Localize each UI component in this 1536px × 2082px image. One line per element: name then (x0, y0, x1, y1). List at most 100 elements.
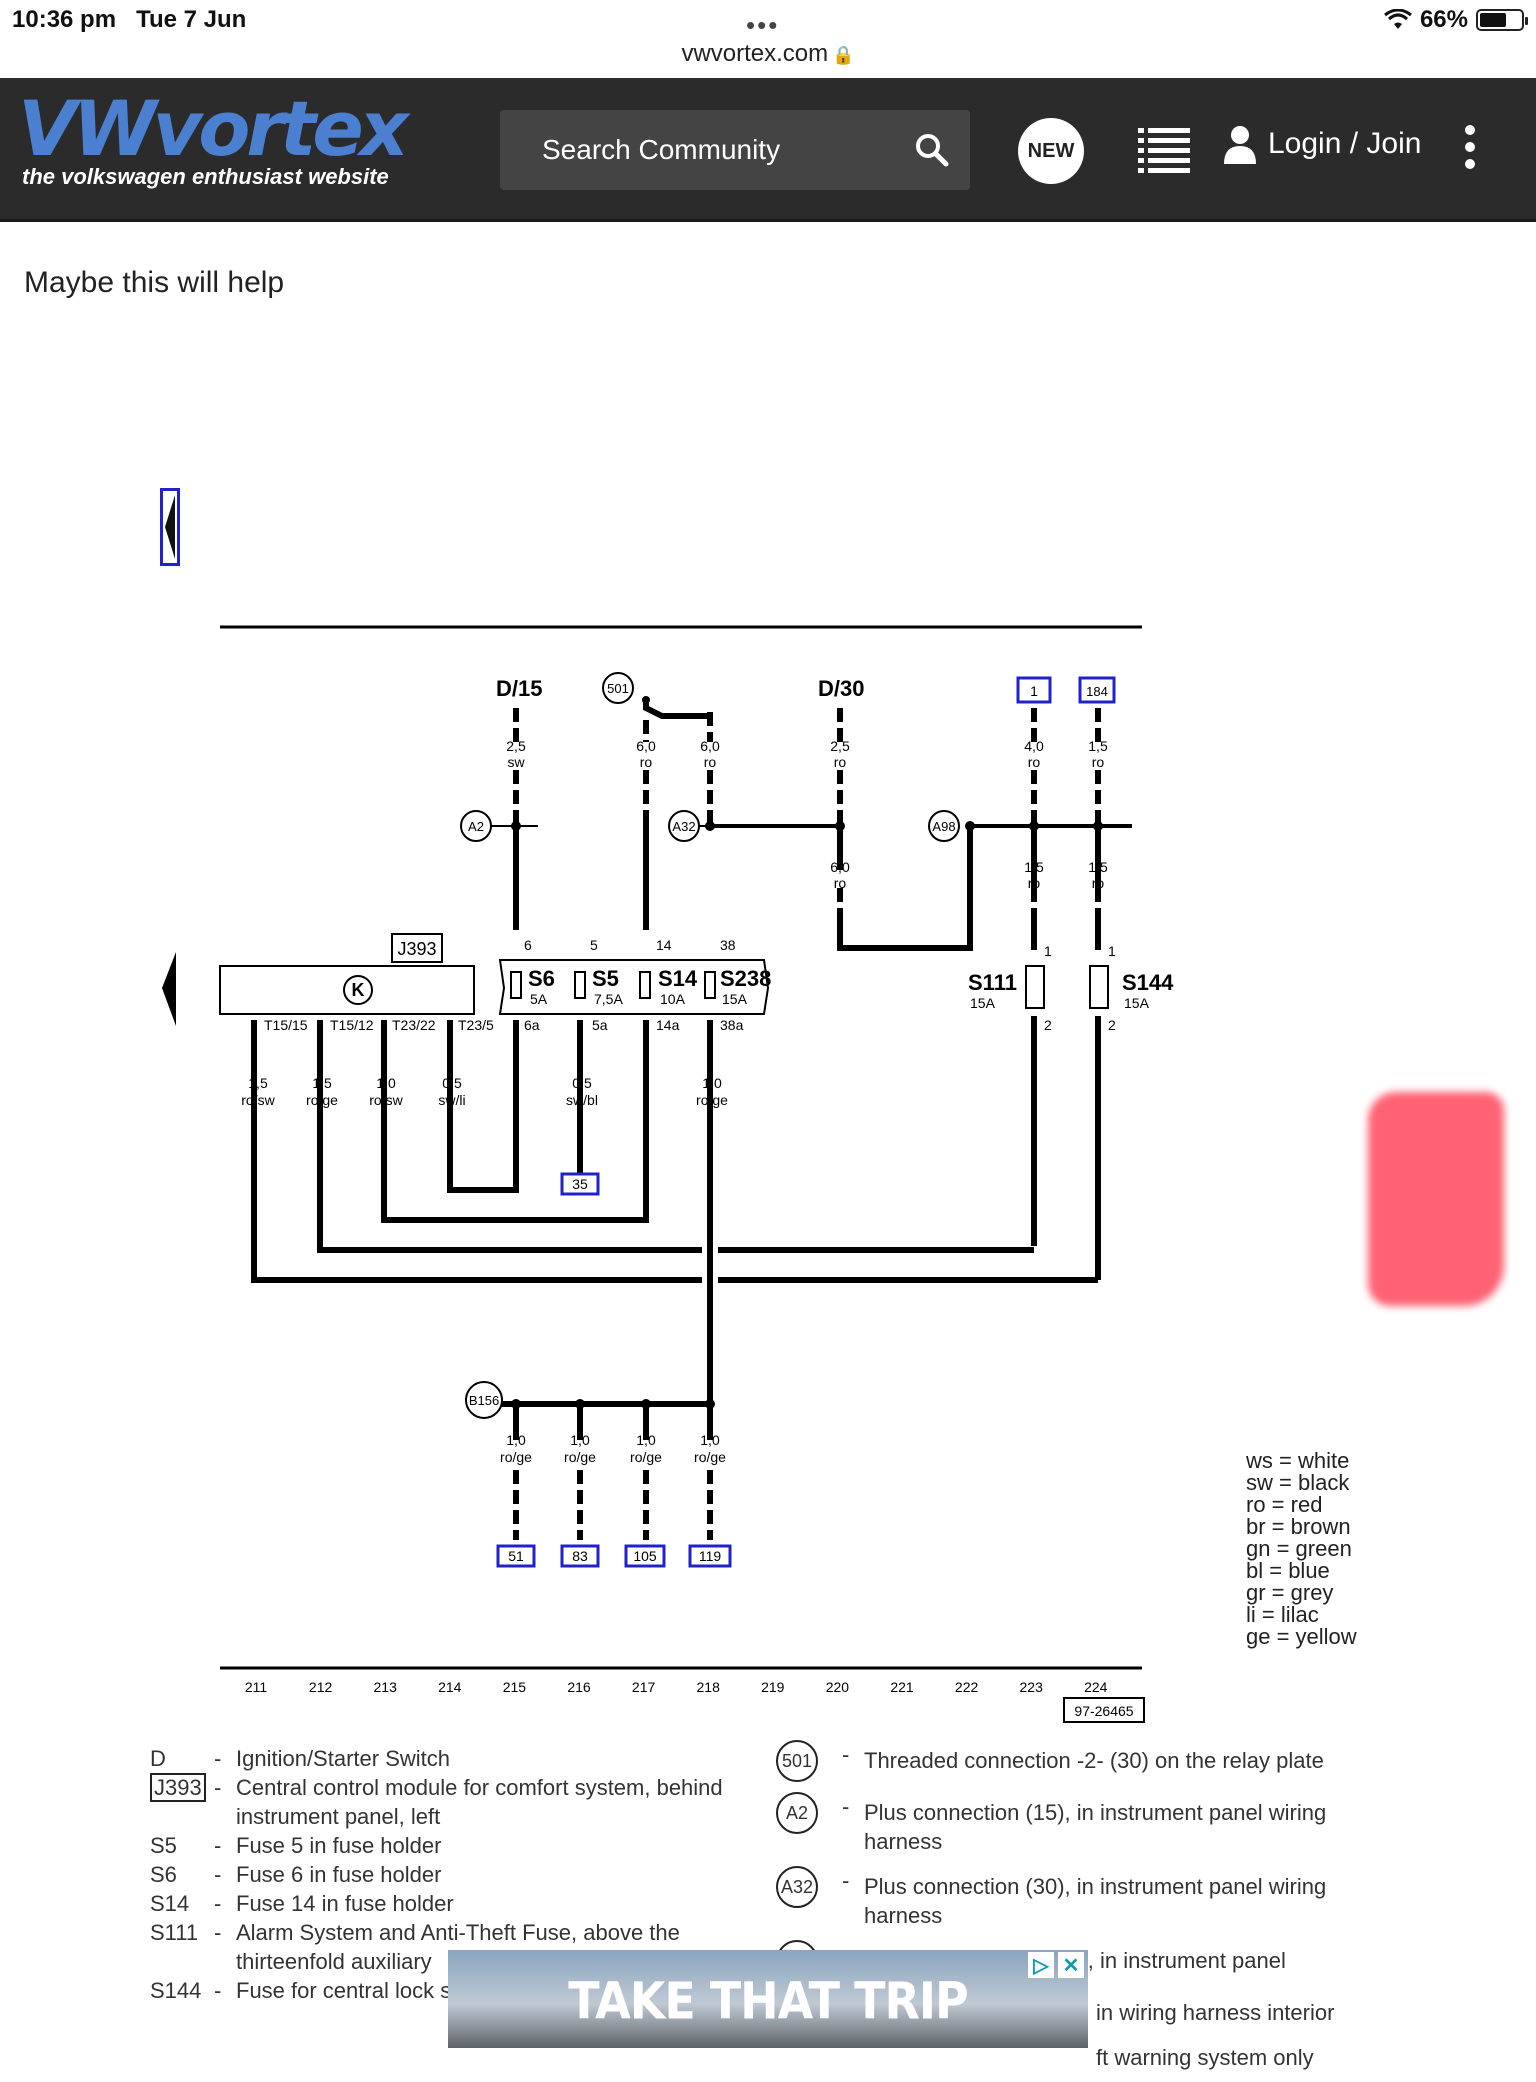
search-icon[interactable] (912, 130, 952, 170)
legend-row: A32-Plus connection (30), in instrument … (776, 1866, 1376, 1930)
pin-label: 38 (720, 937, 736, 953)
wire-label: 1,0 (376, 1075, 396, 1091)
status-bar: 10:36 pm Tue 7 Jun ••• vwvortex.com🔒 66% (0, 0, 1536, 78)
box-35[interactable]: 35 (572, 1176, 588, 1192)
legend-item: gr = grey (1246, 1580, 1334, 1605)
legend-item: gn = green (1246, 1536, 1352, 1561)
scale-label: 224 (1084, 1679, 1108, 1695)
wire-label: 0,5 (442, 1075, 462, 1091)
wire-label: 2,5 (506, 738, 526, 754)
arrow-left-icon (162, 952, 176, 1026)
pin-label: 5 (590, 937, 598, 953)
wire-label: ro/ge (564, 1449, 596, 1465)
wire-label: ro (1028, 875, 1041, 891)
pin-label: 5a (592, 1017, 608, 1033)
close-icon[interactable]: ✕ (1058, 1952, 1084, 1978)
legend-row: A2-Plus connection (15), in instrument p… (776, 1792, 1376, 1856)
box-184[interactable]: 184 (1086, 684, 1108, 699)
pin-label: 1 (1044, 943, 1052, 959)
new-button[interactable]: NEW (1018, 118, 1084, 184)
legend-item: bl = blue (1246, 1558, 1330, 1583)
legend-item: li = lilac (1246, 1602, 1319, 1627)
label-a2: A2 (468, 819, 484, 834)
legend-row: S6-Fuse 6 in fuse holder (150, 1862, 442, 1887)
scale-label: 215 (503, 1679, 527, 1695)
list-icon[interactable] (1138, 128, 1190, 176)
more-options-icon[interactable] (1462, 124, 1478, 170)
wifi-icon (1384, 9, 1412, 29)
url-bar[interactable]: vwvortex.com🔒 (681, 40, 855, 67)
site-header: VWvortex the volkswagen enthusiast websi… (0, 78, 1536, 222)
wiring-diagram[interactable]: A2 A32 A98 501 B156 D/15 D/30 1 184 2,5 … (0, 600, 1536, 1740)
fuse-s111: S111 (968, 970, 1017, 995)
legend-row: J393-Central control module for comfort … (150, 1773, 730, 1831)
module-symbol: K (352, 980, 365, 1000)
legend-row: D-Ignition/Starter Switch (150, 1746, 450, 1771)
fuse-holder (498, 959, 770, 1015)
fuse-amp: 15A (722, 991, 748, 1007)
fuse-s144: S144 (1122, 970, 1174, 995)
diagram-ref: 97-26465 (1074, 1703, 1133, 1719)
legend-item: sw = black (1246, 1470, 1350, 1495)
status-time: 10:36 pm Tue 7 Jun (12, 6, 247, 33)
site-tagline: the volkswagen enthusiast website (22, 164, 389, 189)
pin-label: T15/15 (264, 1017, 308, 1033)
wire-label: 6,0 (636, 738, 656, 754)
image-prev-button[interactable] (160, 488, 180, 566)
wire-label: 1,5 (1088, 859, 1108, 875)
box-1[interactable]: 1 (1030, 683, 1038, 699)
wire-label: ro (834, 875, 847, 891)
legend-row: in wiring harness interior (1096, 2000, 1335, 2025)
ad-banner[interactable]: TAKE THAT TRIP ▷ ✕ (448, 1950, 1088, 2048)
wire-label: 0,5 (572, 1075, 592, 1091)
box-119[interactable]: 119 (699, 1548, 722, 1564)
scale-label: 218 (697, 1679, 721, 1695)
fuse-s14: S14 (658, 966, 698, 991)
wire-label: 1,5 (248, 1075, 268, 1091)
box-83[interactable]: 83 (572, 1548, 588, 1564)
legend-row: S111-Alarm System and Anti-Theft Fuse, a… (150, 1920, 680, 1974)
pin-label: T23/22 (392, 1017, 436, 1033)
wire-label: sw (507, 754, 525, 770)
wire-label: 6,0 (700, 738, 720, 754)
label-501: 501 (607, 681, 629, 696)
legend-item: ws = white (1246, 1448, 1350, 1473)
legend-item: br = brown (1246, 1514, 1351, 1539)
wire-label: 1,0 (702, 1075, 722, 1091)
ad-choices-icon[interactable]: ▷ (1028, 1952, 1054, 1978)
fuse-amp: 15A (970, 995, 996, 1011)
search-input[interactable] (500, 110, 900, 190)
scale-label: 214 (438, 1679, 462, 1695)
wire-label: 1,0 (636, 1432, 656, 1448)
wire-label: ro (1028, 754, 1041, 770)
wire-label: sw/li (438, 1092, 465, 1108)
wire-label: 1,0 (570, 1432, 590, 1448)
wire-label: ro (1092, 754, 1105, 770)
tab-dots-icon[interactable]: ••• (746, 10, 780, 40)
legend-item: ge = yellow (1246, 1624, 1357, 1649)
post-text: Maybe this will help (24, 266, 285, 299)
connector-a2 (460, 810, 492, 842)
label-d30: D/30 (818, 676, 864, 701)
wire-label: ro (1092, 875, 1105, 891)
fuse-s238: S238 (720, 966, 771, 991)
scale-label: 217 (632, 1679, 656, 1695)
scale-label: 220 (826, 1679, 850, 1695)
search-box[interactable] (500, 110, 970, 190)
pin-label: 14a (656, 1017, 680, 1033)
login-button[interactable]: Login / Join (1222, 124, 1421, 164)
scale-label: 222 (955, 1679, 979, 1695)
wire-label: ro (834, 754, 847, 770)
label-a32: A32 (672, 819, 695, 834)
wire-label: 1,5 (312, 1075, 332, 1091)
box-51[interactable]: 51 (508, 1548, 524, 1564)
box-105[interactable]: 105 (633, 1548, 657, 1564)
fuse-s6: S6 (528, 966, 555, 991)
status-right: 66% (1384, 6, 1528, 34)
site-logo[interactable]: VWvortex (18, 84, 409, 173)
wire-label: 1,5 (1024, 859, 1044, 875)
fuse-amp: 5A (530, 991, 548, 1007)
scale-label: 221 (890, 1679, 914, 1695)
legend-row: ft warning system only (1096, 2045, 1314, 2070)
